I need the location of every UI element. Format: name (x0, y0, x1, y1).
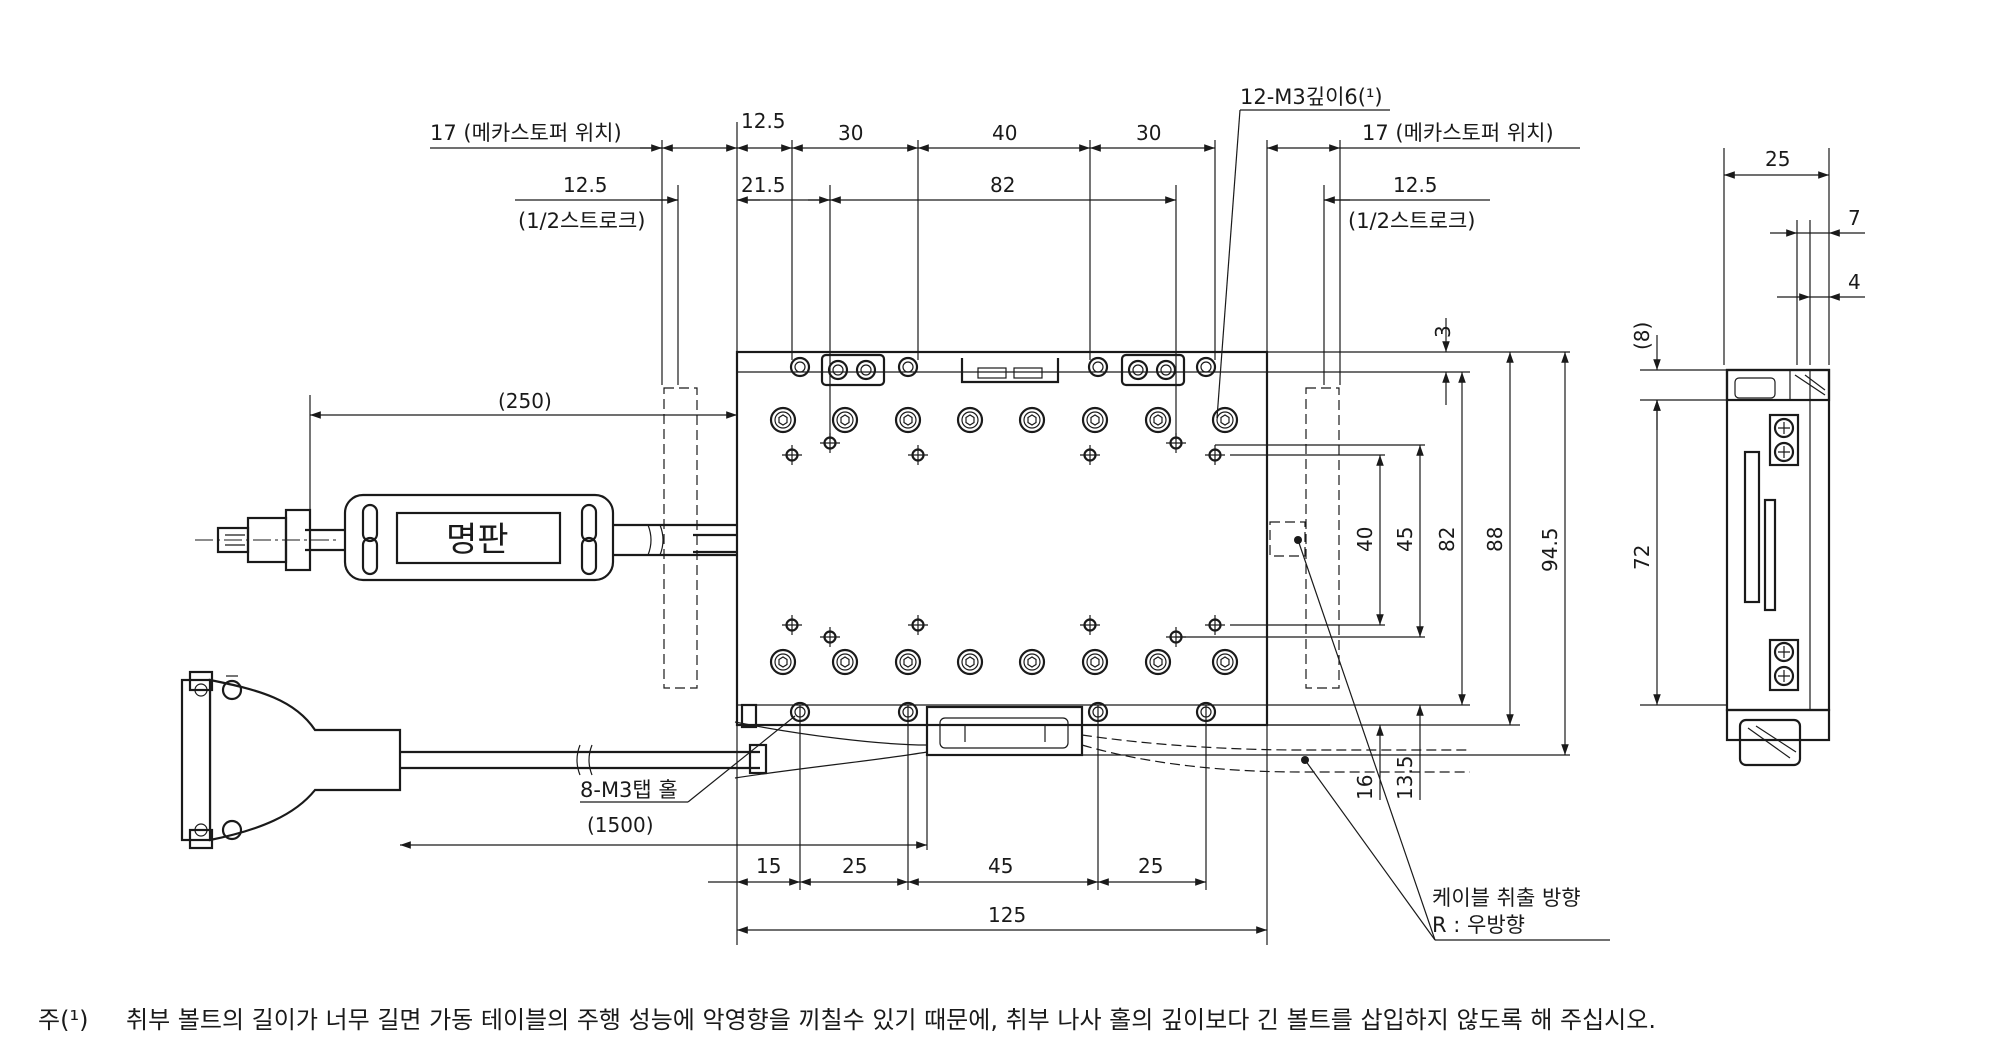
dim-left-half-stroke-note: (1/2스트로크) (518, 209, 645, 233)
dim-left-stopper: 17 (메카스토퍼 위치) (430, 121, 622, 145)
dim-right-16: 16 (1353, 775, 1377, 800)
mounting-screws (769, 406, 1239, 676)
upper-cable (195, 493, 737, 582)
dim-top-40: 40 (992, 121, 1017, 145)
cable-direction-value: R : 우방향 (1432, 913, 1525, 937)
dim-right-88: 88 (1483, 527, 1507, 552)
dim-left-half-stroke: 12.5 (563, 173, 608, 197)
dim-bottom-45: 45 (988, 854, 1013, 878)
dim-side-8: (8) (1630, 322, 1654, 350)
callouts: 명판 케이블 취출 방향 R : 우방향 (446, 520, 1581, 937)
dim-right-half-stroke-note: (1/2스트로크) (1348, 209, 1475, 233)
technical-drawing: 17 (메카스토퍼 위치) 17 (메카스토퍼 위치) 12.5 (1/2스트로… (180, 85, 1865, 945)
dim-top-21-5: 21.5 (741, 173, 786, 197)
dim-8-m3-taps: 8-M3탭 홀 (580, 778, 678, 802)
dim-cable-250: (250) (498, 389, 552, 413)
footnote: 주(¹) 취부 볼트의 길이가 너무 길면 가동 테이블의 주행 성능에 악영향을… (38, 1000, 1656, 1035)
nameplate-label: 명판 (446, 520, 509, 560)
dim-12-m3-holes: 12-M3깊이6(¹) (1240, 85, 1383, 109)
dim-bottom-15: 15 (756, 854, 781, 878)
dim-side-72: 72 (1630, 545, 1654, 570)
dim-top-82: 82 (990, 173, 1015, 197)
dim-side-7: 7 (1848, 206, 1861, 230)
cable-path (1081, 536, 1610, 941)
dim-bottom-125: 125 (988, 903, 1026, 927)
dim-top-30a: 30 (838, 121, 863, 145)
dimension-labels: 17 (메카스토퍼 위치) 17 (메카스토퍼 위치) 12.5 (1/2스트로… (430, 85, 1861, 927)
footnote-text: 취부 볼트의 길이가 너무 길면 가동 테이블의 주행 성능에 악영향을 끼칠수… (126, 1006, 1656, 1034)
side-view (1640, 148, 1831, 767)
dim-side-4: 4 (1848, 270, 1861, 294)
dim-cable-1500: (1500) (587, 813, 654, 837)
dim-right-45: 45 (1393, 527, 1417, 552)
dim-top-30b: 30 (1136, 121, 1161, 145)
stroke-lines (663, 387, 1340, 689)
cable-direction-label: 케이블 취출 방향 (1432, 886, 1581, 910)
dim-right-40: 40 (1353, 527, 1377, 552)
stage-body (735, 350, 1269, 775)
extension-lines (309, 122, 1570, 945)
lower-cable (180, 670, 928, 850)
dim-right-13-5: 13.5 (1393, 755, 1417, 800)
dim-bottom-25b: 25 (1138, 854, 1163, 878)
dim-right-82: 82 (1435, 527, 1459, 552)
footnote-marker: 주(¹) (38, 1006, 89, 1034)
dim-side-25: 25 (1765, 147, 1790, 171)
dim-right-half-stroke: 12.5 (1393, 173, 1438, 197)
dim-top-12-5: 12.5 (741, 109, 786, 133)
dim-right-94-5: 94.5 (1538, 527, 1562, 572)
dim-right-stopper: 17 (메카스토퍼 위치) (1362, 121, 1554, 145)
dim-right-3: 3 (1431, 325, 1455, 338)
dim-bottom-25a: 25 (842, 854, 867, 878)
dimension-lines (310, 109, 1865, 934)
m3-tap-holes (780, 431, 1227, 649)
